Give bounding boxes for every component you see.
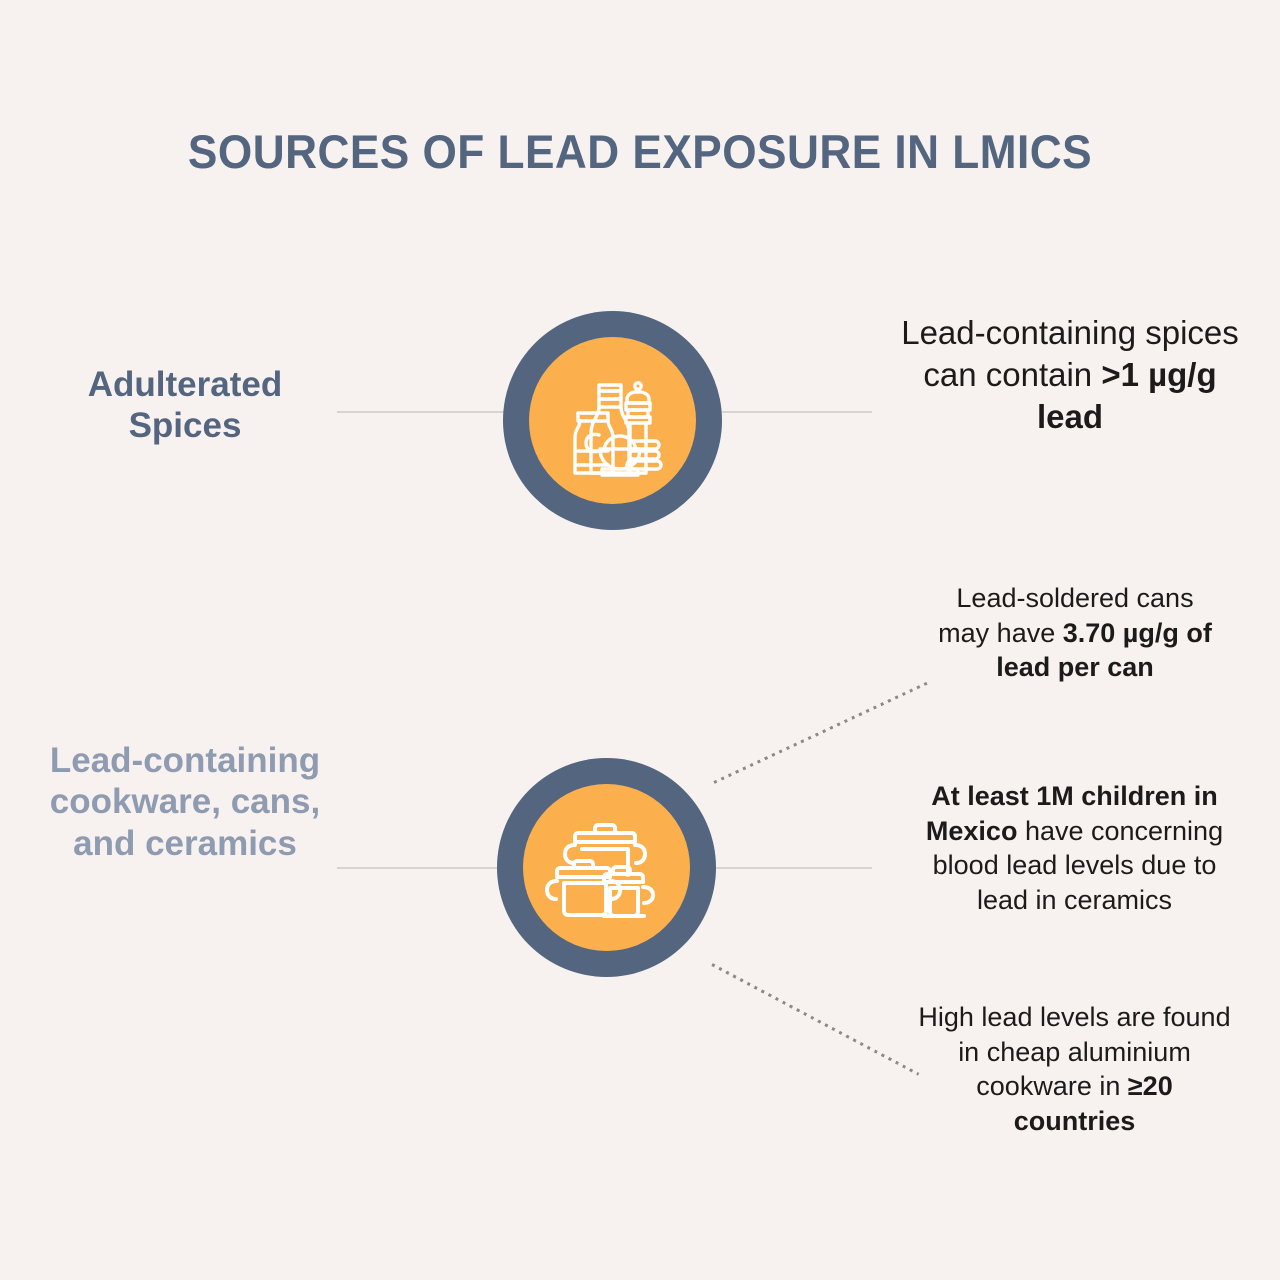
fact-aluminium-lead-text: High lead levels are found in cheap alum… <box>918 1002 1231 1102</box>
fact-mexico-children: At least 1M children in Mexico have conc… <box>912 779 1237 917</box>
fact-mexico-trail-text: have concerning blood lead levels due to… <box>932 815 1224 915</box>
fact-aluminium-cookware: High lead levels are found in cheap alum… <box>912 1000 1237 1138</box>
spices-icon <box>547 355 679 487</box>
connector-line-row2-left <box>337 867 500 869</box>
page-title: SOURCES OF LEAD EXPOSURE IN LMICS <box>187 125 1093 178</box>
icon-badge-cookware <box>497 758 716 977</box>
fact-spices-lead-content: Lead-containing spices can contain >1 µg… <box>900 312 1240 439</box>
fact-cans-bold-text: 3.70 µg/g of lead per can <box>996 617 1212 683</box>
connector-line-row1-right <box>722 411 872 413</box>
row-label-adulterated-spices: Adulterated Spices <box>87 365 283 446</box>
icon-badge-inner-cookware <box>522 783 691 952</box>
fact-spices-bold-text: >1 µg/g lead <box>1036 356 1217 436</box>
icon-badge-spices <box>503 311 722 530</box>
dotted-connector-lower <box>711 963 920 1076</box>
connector-line-row2-right <box>716 867 872 869</box>
connector-line-row1-left <box>337 411 504 413</box>
fact-aluminium-bold-text: ≥20 countries <box>1013 1071 1173 1136</box>
cookware-icon <box>540 801 674 935</box>
icon-badge-inner-spices <box>528 336 697 505</box>
fact-spices-lead-text: Lead-containing spices can contain <box>901 314 1239 394</box>
fact-cans-lead-soldered: Lead-soldered cans may have 3.70 µg/g of… <box>930 581 1220 685</box>
fact-mexico-bold-text: At least 1M children in Mexico <box>925 781 1218 846</box>
fact-cans-lead-text: Lead-soldered cans may have <box>938 583 1194 648</box>
row-label-lead-containing-cookware: Lead-containing cookware, cans, and cera… <box>49 741 321 863</box>
dotted-connector-upper <box>713 681 928 784</box>
